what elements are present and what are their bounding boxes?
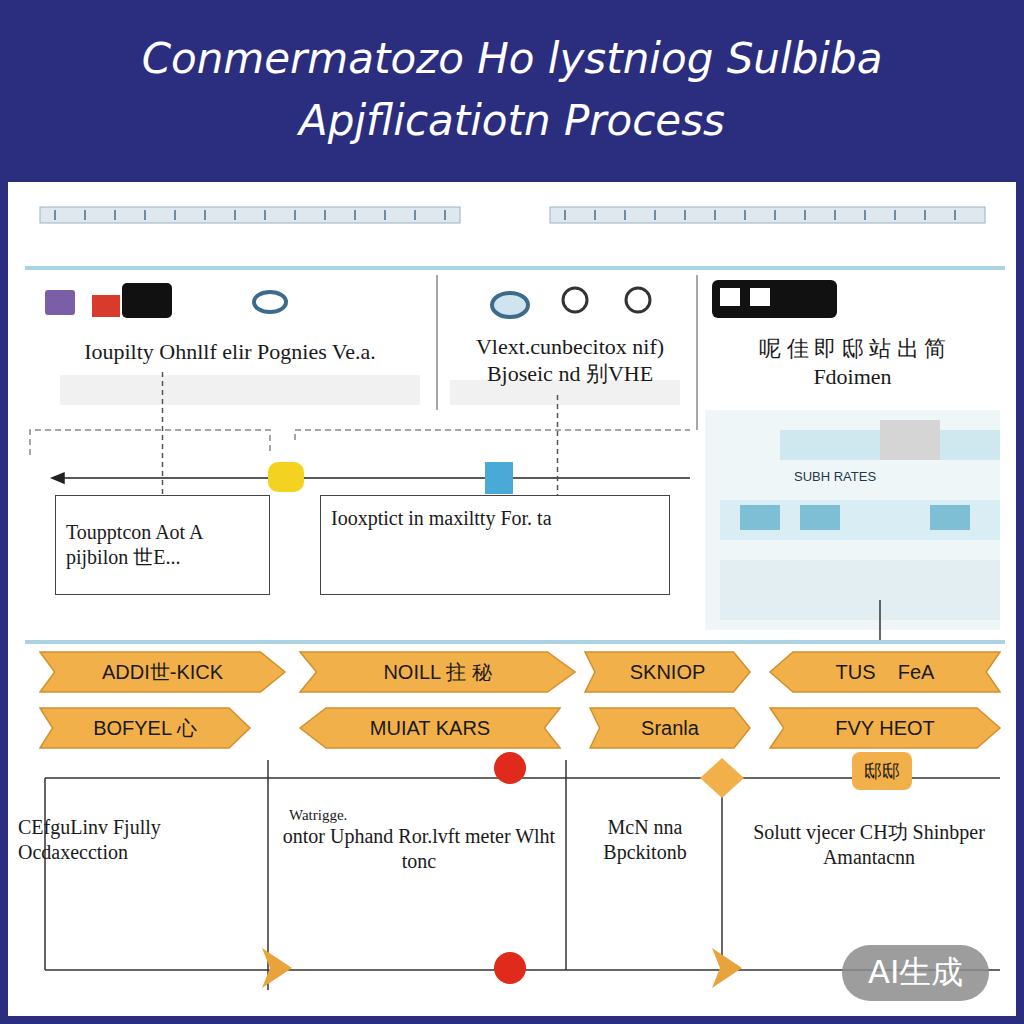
arrow-outline [40, 708, 250, 748]
node-text: Watrigge. [281, 806, 557, 825]
node-text: McN nna Bpckitonb [576, 815, 714, 865]
top-icons [45, 280, 837, 318]
header-strips [40, 207, 985, 223]
red-dot [494, 752, 526, 784]
result-box: CEfguLinv Fjully Ocdaxecction [12, 795, 266, 885]
divider-lines [25, 268, 1005, 642]
node-text: Sranla [616, 716, 724, 741]
step-arrow: TUS FeA [770, 652, 1000, 692]
connector-line [557, 395, 559, 495]
node-text: CEfguLinv Fjully Ocdaxecction [18, 815, 260, 865]
arrow-outline [40, 652, 285, 692]
step-arrow: NOILL 拄 秘 [300, 652, 575, 692]
arrow-outline [770, 652, 1000, 692]
arrow-outline [585, 652, 750, 692]
panel-heading: Ioupilty Ohnllf elir Pognies Ve.a. [25, 332, 435, 372]
panel-heading: 呢 佳 即 邸 站 出 简Fdoimen [705, 325, 1000, 400]
illustration-label: SUBH RATES [790, 468, 880, 485]
watermark: AI生成 [842, 945, 989, 1001]
step-arrow: FVY HEOT [770, 708, 1000, 748]
result-box: Solutt vjecer CH功 Shinbper Amantacnn [728, 800, 1010, 890]
node-text: 邸邸 [856, 760, 908, 783]
node-text: 呢 佳 即 邸 站 出 简 [711, 335, 994, 363]
node-text: SKNIOP [611, 660, 724, 685]
node-text: Toupptcon Aot A pijbilon 世E... [66, 520, 259, 570]
yellow-marker [268, 462, 304, 492]
tag-chip: 邸邸 [852, 752, 912, 790]
node-text: MUIAT KARS [326, 716, 534, 741]
node-text: BOFYEL 心 [66, 716, 224, 741]
process-box: Toupptcon Aot A pijbilon 世E... [55, 495, 270, 595]
node-text: Vlext.cunbecitox nif) Bjoseic nd 别VHE [451, 333, 689, 388]
orange-diamond [700, 758, 744, 798]
title-banner: Conmermatozo Ho lystniog Sulbiba Apjflic… [0, 0, 1024, 182]
red-dot [494, 952, 526, 984]
step-arrow: Sranla [590, 708, 750, 748]
arrow-outline [300, 708, 560, 748]
result-box: McN nna Bpckitonb [570, 795, 720, 885]
node-text: Solutt vjecer CH功 Shinbper Amantacnn [734, 820, 1004, 870]
node-text: TUS FeA [796, 660, 974, 685]
panel-dividers [437, 275, 697, 430]
step-arrow: MUIAT KARS [300, 708, 560, 748]
process-box: Iooxptict in maxiltty For. ta [320, 495, 670, 595]
strip-ticks [55, 210, 955, 220]
diagram-title: Conmermatozo Ho lystniog Sulbiba Apjflic… [112, 28, 912, 152]
node-text: NOILL 拄 秘 [326, 660, 549, 685]
step-arrow: BOFYEL 心 [40, 708, 250, 748]
result-box: Watrigge.ontor Uphand Ror.lvft meter Wlh… [275, 792, 563, 888]
arrow-outline [300, 652, 575, 692]
connector-line [162, 372, 164, 495]
blue-marker [485, 462, 513, 494]
node-text: Iooxptict in maxiltty For. ta [331, 506, 659, 531]
node-text: FVY HEOT [796, 716, 974, 741]
flow-line [30, 430, 690, 483]
orange-arrowhead [712, 948, 742, 988]
arrow-outline [590, 708, 750, 748]
node-text: ADDI世-KICK [66, 660, 259, 685]
step-arrow: ADDI世-KICK [40, 652, 285, 692]
node-text: Fdoimen [711, 363, 994, 391]
panel-heading: Vlext.cunbecitox nif) Bjoseic nd 别VHE [445, 325, 695, 395]
node-text: Ioupilty Ohnllf elir Pognies Ve.a. [31, 338, 429, 366]
node-text: ontor Uphand Ror.lvft meter Wlht tonc [281, 824, 557, 874]
step-arrow: SKNIOP [585, 652, 750, 692]
arrow-outline [770, 708, 1000, 748]
orange-arrowhead [262, 948, 292, 988]
